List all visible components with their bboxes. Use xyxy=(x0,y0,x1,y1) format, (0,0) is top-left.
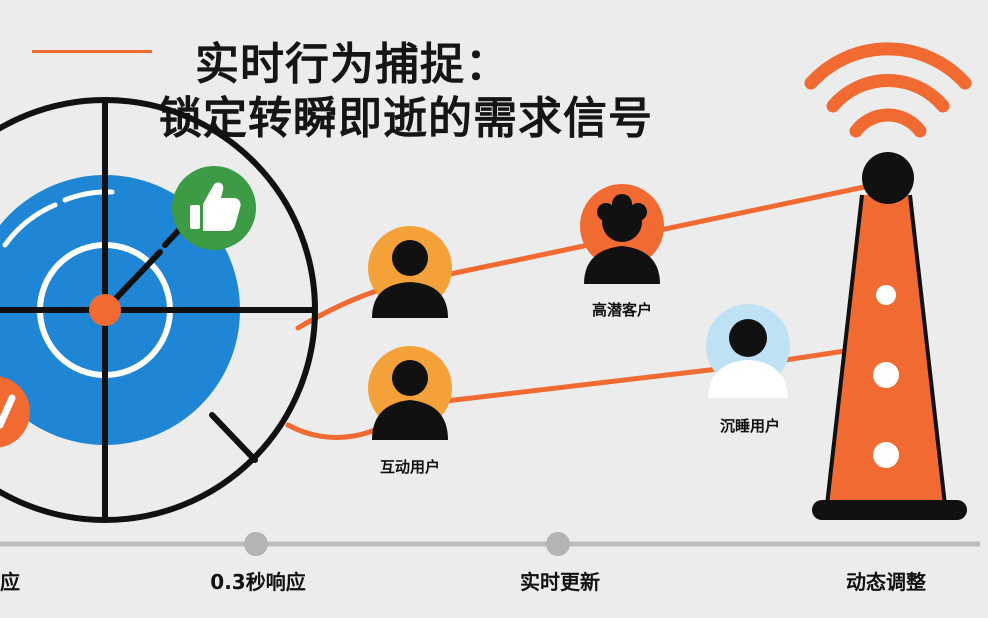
timeline-label-response: 0.3秒响应 xyxy=(210,570,306,594)
check-icon xyxy=(0,376,30,448)
timeline-label-dynamic: 动态调整 xyxy=(846,570,926,594)
label-interactive: 互动用户 xyxy=(379,458,441,476)
title-line-2: 锁定转瞬即逝的需求信号 xyxy=(158,93,653,144)
label-dormant: 沉睡用户 xyxy=(719,417,781,435)
timeline-dot-realtime xyxy=(546,532,570,556)
thumbs-up-icon xyxy=(172,166,256,250)
radar-icon xyxy=(0,97,318,523)
user-icon-dormant xyxy=(706,304,790,398)
timeline-label-partial: 应 xyxy=(0,570,20,594)
user-icon-high-potential xyxy=(580,184,664,284)
label-high-potential: 高潜客户 xyxy=(591,301,653,319)
title-accent-line xyxy=(32,50,152,53)
user-icon-interactive-bottom xyxy=(368,346,452,440)
timeline-label-realtime: 实时更新 xyxy=(520,570,600,594)
timeline-dot-response xyxy=(244,532,268,556)
user-icon-interactive-top xyxy=(368,226,452,318)
signal-tower-icon xyxy=(812,152,967,520)
title-line-1: 实时行为捕捉： xyxy=(195,39,510,90)
wifi-signal-icon xyxy=(804,42,972,138)
